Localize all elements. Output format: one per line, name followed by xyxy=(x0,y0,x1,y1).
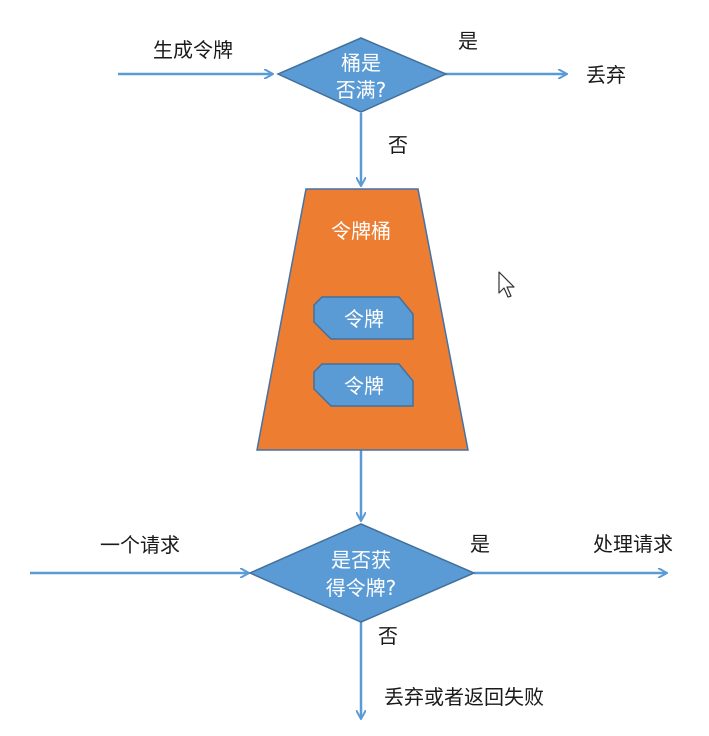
decision-bucket-full: 桶是 否满? xyxy=(276,37,448,113)
token-1-shape xyxy=(313,296,414,340)
token-2-label: 令牌 xyxy=(344,374,384,398)
label-request-in: 一个请求 xyxy=(100,533,180,557)
token-2: 令牌 xyxy=(313,363,414,407)
decision-bucket-full-line2: 否满? xyxy=(336,78,387,102)
label-generate-token: 生成令牌 xyxy=(153,38,233,62)
token-bucket-title: 令牌桶 xyxy=(331,219,391,243)
token-1-label: 令牌 xyxy=(344,307,384,331)
decision-bucket-full-line1: 桶是 xyxy=(341,51,381,75)
decision-got-token-line2: 得令牌? xyxy=(326,576,397,600)
label-no-top: 否 xyxy=(388,133,408,157)
token-2-shape xyxy=(313,363,414,407)
decision-got-token-line1: 是否获 xyxy=(331,548,391,572)
label-discard-top: 丢弃 xyxy=(586,63,626,87)
label-handle-request: 处理请求 xyxy=(593,532,673,556)
connectors xyxy=(30,74,666,718)
label-no-bottom: 否 xyxy=(378,624,398,648)
label-yes-top: 是 xyxy=(458,29,478,53)
label-yes-bottom: 是 xyxy=(470,532,490,556)
decision-bucket-full-shape xyxy=(276,37,448,113)
token-1: 令牌 xyxy=(313,296,414,340)
token-bucket: 令牌桶 令牌 令牌 xyxy=(256,188,469,451)
decision-got-token: 是否获 得令牌? xyxy=(248,523,476,623)
mouse-pointer-icon xyxy=(498,271,515,298)
decision-got-token-shape xyxy=(248,523,476,623)
label-discard-or-fail: 丢弃或者返回失败 xyxy=(384,685,544,709)
